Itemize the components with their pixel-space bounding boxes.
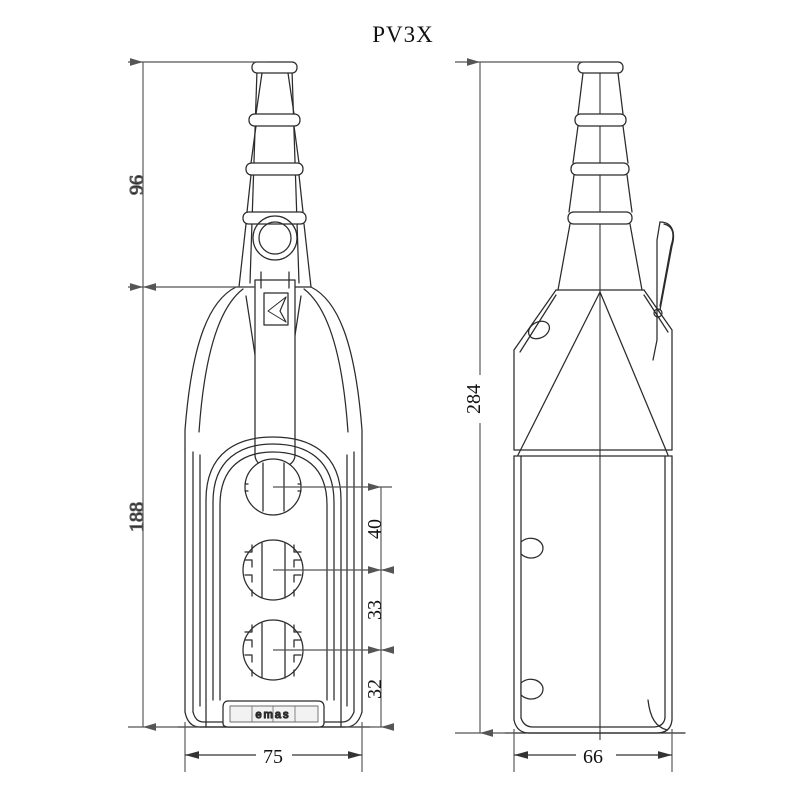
front-view: emas	[177, 61, 371, 728]
side-button-profile-bottom	[520, 678, 544, 700]
brand-plate-label: emas	[256, 709, 291, 721]
housing-body-front	[184, 436, 363, 713]
side-button-profile-top	[520, 537, 544, 559]
dimension-284-label: 284	[463, 384, 485, 414]
cable-gland-side	[557, 61, 643, 291]
housing-body-side	[513, 455, 673, 721]
side-vent-hole	[527, 320, 551, 340]
brand-plate	[222, 700, 325, 728]
side-view	[504, 61, 686, 741]
dimension-96-label: 96	[126, 175, 148, 195]
dimension-66-label: 66	[583, 746, 603, 768]
dimension-layer: 96 188 75 40 33	[125, 58, 673, 772]
dimension-40-label: 40	[364, 519, 386, 539]
dimension-75-text: 75	[263, 746, 283, 768]
dimension-188-label: 188	[126, 502, 148, 532]
dimension-33-label: 33	[364, 600, 386, 620]
retaining-clip-side[interactable]	[652, 221, 675, 361]
housing-shoulder-side	[513, 289, 673, 457]
suspension-ring-front	[252, 215, 298, 261]
dimension-32-label: 32	[364, 679, 386, 699]
page-title: PV3X	[372, 22, 434, 47]
housing-base-side	[504, 699, 686, 734]
cable-gland-front	[238, 61, 312, 288]
